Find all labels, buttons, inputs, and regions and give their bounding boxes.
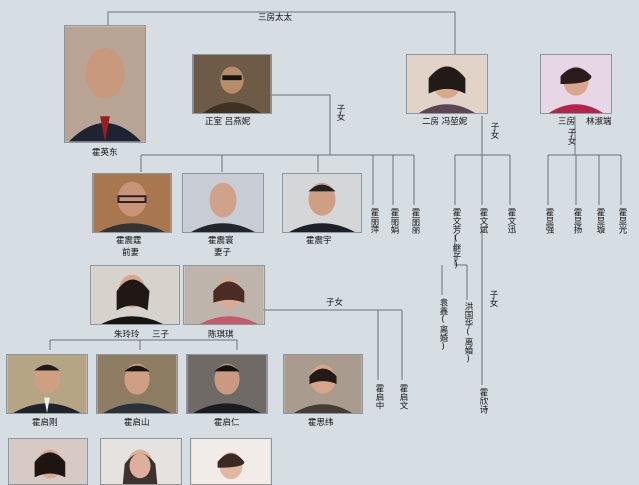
photo-huo-qiren [186,354,268,414]
label-huo-xianyang: 霍显扬 [572,208,582,234]
label-huo-qishan: 霍启山 [124,418,150,428]
label-huo-xianqiang: 霍显强 [544,208,554,234]
label-children-a: 子女 [335,104,345,121]
photo-second-wife [406,54,488,114]
label-huo-liping: 霍丽萍 [369,208,379,234]
label-yuan-xin: 袁鑫(离婚) [438,298,448,352]
photo-huo-yingdong [64,25,146,143]
label-huo-qiwen: 霍启文 [398,384,408,410]
label-huo-qigang: 霍启刚 [32,418,58,428]
label-huo-xinshi: 霍欣诗 [478,388,488,414]
label-huo-yingdong: 霍英东 [92,148,118,158]
label-huo-wenxun: 霍文迅 [506,208,516,234]
label-huo-siwei: 霍思纬 [308,418,334,428]
label-wife: 妻子 [214,248,232,258]
photo-huo-siwei [283,354,363,414]
label-huo-xianxuan: 霍显璇 [595,208,605,234]
photo-huo-qishan [96,354,178,414]
photo-huo-zhenhuan [182,173,264,233]
label-children-d: 子女 [326,298,344,308]
label-third-wife-name: 林淑端 [586,117,612,127]
label-third-wife-top: 三房太太 [258,13,293,23]
label-chen-qiqi: 陈琪琪 [208,330,234,340]
label-third-son: 三子 [152,330,170,340]
photo-third-wife [540,54,612,114]
label-huo-wenxiu: 霍文芳(继子) [451,208,461,271]
label-huo-qizhong: 霍启中 [374,384,384,410]
label-huo-xianguang: 霍显光 [617,208,627,234]
label-huo-qiren: 霍启仁 [214,418,240,428]
photo-zhu-linling [90,265,180,325]
label-huo-zhenyu: 霍震宇 [306,236,332,246]
photo-chen-qiqi [183,265,265,325]
photo-bottom-2 [100,438,182,485]
photo-huo-zhenyu [282,173,362,233]
label-huo-zhenting: 霍震霆 [116,236,142,246]
photo-bottom-3 [190,438,272,485]
label-first-wife: 正室 吕燕妮 [205,117,251,127]
photo-huo-zhenting [92,173,172,233]
label-children-e: 子女 [488,290,498,307]
label-ex-wife: 前妻 [122,248,140,258]
label-children-c: 子女 [566,128,576,145]
label-huo-lijuan: 霍丽娟 [389,208,399,234]
photo-huo-qigang [6,354,88,414]
label-zhu-linling: 朱玲玲 [114,330,140,340]
label-third-wife: 三房 [558,117,576,127]
label-huo-wenbin: 霍文斌 [478,208,488,234]
label-huo-lili: 霍丽丽 [410,208,420,234]
label-huo-zhenhuan: 霍震寰 [208,236,234,246]
photo-bottom-1 [8,438,88,485]
photo-first-wife [192,54,272,114]
label-second-wife: 二房 冯堃妮 [422,117,468,127]
label-hong-guohua: 洪国华(离婚) [463,302,473,365]
label-children-b: 子女 [489,122,499,139]
